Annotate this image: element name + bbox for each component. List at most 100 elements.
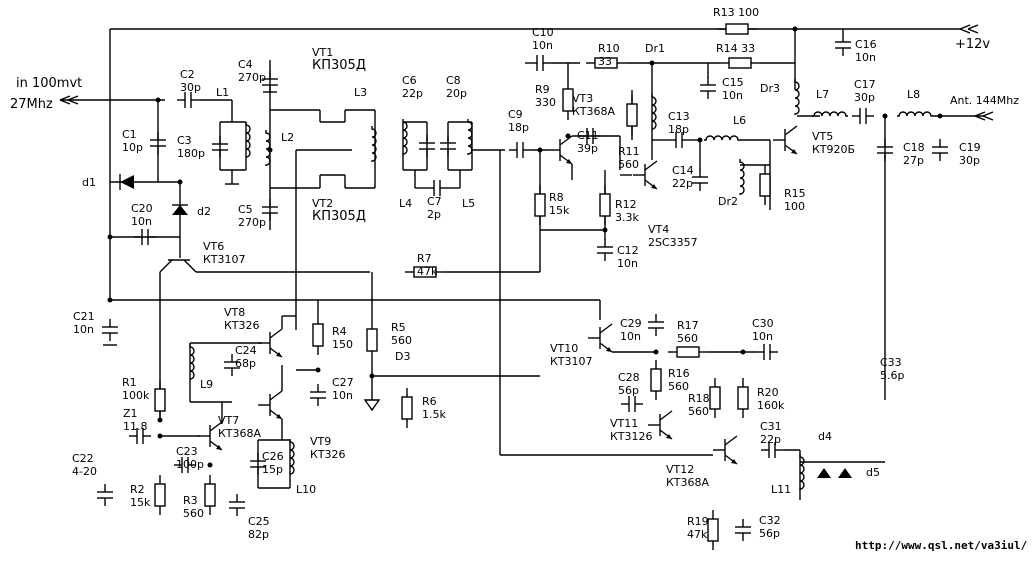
label-c8: C8 — [446, 74, 461, 87]
label-c1-value: 10p — [122, 141, 143, 154]
supply-label: +12v — [955, 37, 990, 52]
label-r4: R4 — [332, 325, 347, 338]
label-l10: L10 — [296, 483, 316, 496]
label-c22-value: 4-20 — [72, 465, 97, 478]
label-c23-value: 100p — [176, 458, 204, 471]
junctions — [107, 26, 943, 468]
label-r2: R2 — [130, 483, 145, 496]
label-r18-value: 560 — [688, 405, 709, 418]
label-c6-value: 22p — [402, 87, 423, 100]
label-l1: L1 — [216, 86, 229, 99]
mixer-stage — [261, 60, 377, 330]
label-r6: R6 — [422, 395, 437, 408]
label-r1: R1 — [122, 376, 137, 389]
label-c7: C7 — [427, 195, 442, 208]
label-r16-value: 560 — [668, 380, 689, 393]
label-c8-value: 20p — [446, 87, 467, 100]
label-vt11-value: КТ3126 — [610, 430, 653, 443]
label-c28-value: 56p — [618, 384, 639, 397]
label-r4-value: 150 — [332, 338, 353, 351]
label-c1: C1 — [122, 128, 137, 141]
label-r18: R18 — [688, 392, 710, 405]
label-c24-value: 68p — [235, 357, 256, 370]
antenna-label: Ant. 144Mhz — [950, 94, 1019, 107]
label-r8-value: 15k — [549, 204, 570, 217]
label-vt5-value: КТ920Б — [812, 143, 855, 156]
label-c24: C24 — [235, 344, 257, 357]
label-c20-value: 10n — [131, 215, 152, 228]
label-vt2-value: КП305Д — [312, 209, 366, 224]
label-r17: R17 — [677, 319, 699, 332]
label-l8: L8 — [907, 88, 920, 101]
label-r11: R11 — [618, 145, 640, 158]
label-vt10-value: КТ3107 — [550, 355, 593, 368]
label-c20: C20 — [131, 202, 153, 215]
label-vt8-value: КТ326 — [224, 319, 260, 332]
label-vt6: VT6 — [203, 240, 224, 253]
label-r5-value: 560 — [391, 334, 412, 347]
label-z1-value: 11.8 — [123, 420, 148, 433]
label-vt1-value: КП305Д — [312, 58, 366, 73]
label-r10: R10 — [598, 42, 620, 55]
label-c3: C3 — [177, 134, 192, 147]
label-c27: C27 — [332, 376, 354, 389]
label-c2: C2 — [180, 68, 195, 81]
label-c26: C26 — [262, 450, 284, 463]
label-vt4-value: 2SC3357 — [648, 236, 698, 249]
label-c22: C22 — [72, 452, 94, 465]
label-d1: d1 — [82, 176, 96, 189]
label-vt3: VT3 — [572, 92, 593, 105]
label-r20-value: 160k — [757, 399, 785, 412]
label-c32-value: 56p — [759, 527, 780, 540]
label-r15: R15 — [784, 187, 806, 200]
label-c25: C25 — [248, 515, 270, 528]
source-url: http://www.qsl.net/va3iul/ — [855, 539, 1028, 552]
label-c29: C29 — [620, 317, 642, 330]
supply-rail — [109, 23, 979, 300]
label-vt7-value: КТ368А — [218, 427, 262, 440]
label-c30: C30 — [752, 317, 774, 330]
label-vt4: VT4 — [648, 223, 669, 236]
label-c5-value: 270p — [238, 216, 266, 229]
label-c19-value: 30p — [959, 154, 980, 167]
label-r11-value: 560 — [618, 158, 639, 171]
input-section — [110, 91, 251, 258]
label-r10-value: 33 — [598, 55, 612, 68]
label-r5: R5 — [391, 321, 406, 334]
label-c31-value: 22p — [760, 433, 781, 446]
label-c14: C14 — [672, 164, 694, 177]
label-c21-value: 10n — [73, 323, 94, 336]
label-l5: L5 — [462, 197, 475, 210]
label-r16: R16 — [668, 367, 690, 380]
label-c10: C10 — [532, 26, 554, 39]
label-c9-value: 18p — [508, 121, 529, 134]
label-r7-value: 47k — [417, 265, 438, 278]
label-c27-value: 10n — [332, 389, 353, 402]
label-c14-value: 22p — [672, 177, 693, 190]
label-c13-value: 18p — [668, 123, 689, 136]
input-port — [59, 95, 165, 105]
label-c12: C12 — [617, 244, 639, 257]
label-vt12: VT12 — [666, 463, 694, 476]
label-c11: C11 — [577, 129, 599, 142]
label-r17-value: 560 — [677, 332, 698, 345]
label-c23: C23 — [176, 445, 198, 458]
label-r9: R9 — [535, 83, 550, 96]
label-vt9: VT9 — [310, 435, 331, 448]
output-stage — [699, 29, 994, 400]
label-c11-value: 39p — [577, 142, 598, 155]
label-c7-value: 2p — [427, 208, 441, 221]
bias-network — [363, 272, 540, 429]
label-r1-value: 100k — [122, 389, 150, 402]
label-d4: d4 — [818, 430, 832, 443]
label-vt11: VT11 — [610, 417, 638, 430]
label-c28: C28 — [618, 371, 640, 384]
input-label: in 100mvt — [16, 76, 82, 91]
label-vt8: VT8 — [224, 306, 245, 319]
label-r3-value: 560 — [183, 507, 204, 520]
label-l4: L4 — [399, 197, 412, 210]
label-c30-value: 10n — [752, 330, 773, 343]
label-r20: R20 — [757, 386, 779, 399]
